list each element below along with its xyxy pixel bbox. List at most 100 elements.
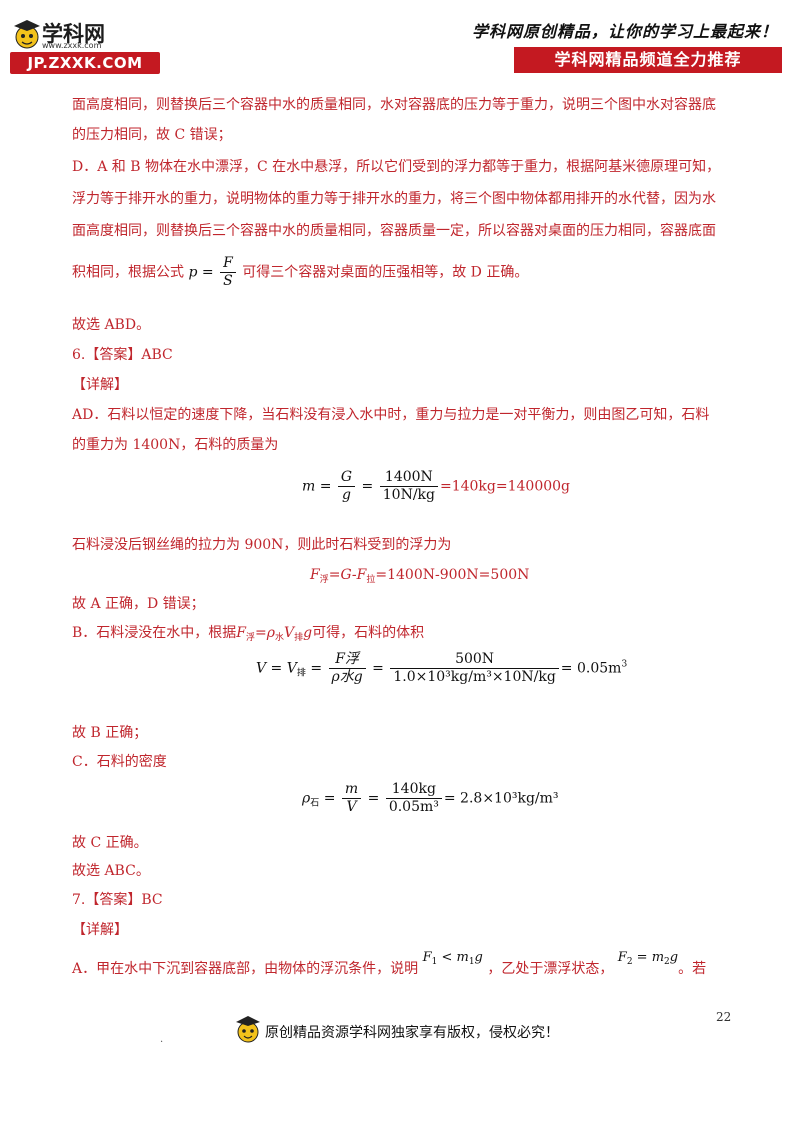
eq-subscript: 2 bbox=[626, 957, 633, 967]
text-line: 故 C 正确。 bbox=[72, 835, 148, 851]
eq-subscript: 浮 bbox=[319, 575, 329, 585]
eq-result: =1400N-900N=500N bbox=[375, 567, 530, 583]
eq-subscript: 水 bbox=[275, 633, 285, 643]
header-recommend-bar: 学科网精品频道全力推荐 bbox=[514, 47, 782, 73]
eq-result: = 2.8×10³kg/m³ bbox=[443, 790, 559, 807]
site-logo[interactable]: 学科网 www.zxxk.com JP.ZXXK.COM bbox=[10, 14, 160, 76]
text-span: B．石料浸没在水中，根据 bbox=[72, 625, 237, 641]
logo-title: 学科网 bbox=[42, 22, 105, 46]
text-span: 积相同，根据公式 bbox=[72, 264, 184, 281]
numerator: 1400N bbox=[379, 469, 438, 487]
text-line: 的重力为 1400N，石料的质量为 bbox=[72, 437, 279, 453]
eq-symbol: F bbox=[236, 625, 247, 641]
denominator: 0.05m³ bbox=[388, 799, 439, 815]
text-line: 故 B 正确； bbox=[72, 725, 148, 741]
eq-equals: = bbox=[363, 790, 384, 807]
eq-equals: = bbox=[315, 478, 336, 495]
text-line: 浮力等于排开水的重力，说明物体的重力等于排开水的重力，将三个图中物体都用排开的水… bbox=[72, 191, 716, 207]
detail-heading: 【详解】 bbox=[72, 377, 128, 393]
numerator: 140kg bbox=[385, 781, 442, 799]
text-line: 故选 ABD。 bbox=[72, 317, 151, 333]
eq-result: =140kg=140000g bbox=[439, 478, 571, 495]
text-line: C．石料的密度 bbox=[72, 754, 167, 770]
denominator: g bbox=[342, 487, 351, 503]
numerator: 500N bbox=[390, 651, 559, 669]
eq-symbol: g bbox=[474, 950, 483, 965]
eq-symbol: F bbox=[310, 567, 320, 583]
formula-p: p bbox=[188, 264, 198, 281]
mascot-icon bbox=[236, 1016, 260, 1043]
denominator: S bbox=[223, 273, 233, 289]
page-number: 22 bbox=[716, 1010, 732, 1024]
text-line: AD．石料以恒定的速度下降，当石料没有浸入水中时，重力与拉力是一对平衡力，则由图… bbox=[72, 407, 710, 423]
eq-subscript: 1 bbox=[431, 957, 438, 967]
formula-line: B．石料浸没在水中，根据F浮=ρ水V排g可得，石料的体积 bbox=[72, 621, 424, 650]
text-span: 。若 bbox=[678, 961, 707, 977]
eq-symbol: ρ bbox=[302, 790, 311, 807]
text-span: 可得三个容器对桌面的压强相等，故 D 正确。 bbox=[242, 264, 529, 281]
formula-equals: = bbox=[197, 264, 219, 281]
eq-subscript: 浮 bbox=[246, 633, 256, 643]
eq-subscript: 排 bbox=[296, 668, 306, 679]
text-line: 面高度相同，则替换后三个容器中水的质量相同，容器质量一定，所以容器对桌面的压力相… bbox=[72, 223, 716, 239]
eq-subscript: 排 bbox=[294, 633, 304, 643]
eq-equals: = bbox=[319, 790, 340, 807]
denominator: ρ水g bbox=[331, 669, 363, 685]
text-span: A．甲在水中下沉到容器底部，由物体的浮沉条件，说明 bbox=[72, 961, 419, 977]
eq-subscript: 拉 bbox=[366, 575, 376, 585]
eq-subscript: 1 bbox=[468, 957, 475, 967]
eq-symbol: m bbox=[302, 478, 316, 495]
text-line: 故 A 正确，D 错误； bbox=[72, 596, 205, 612]
detail-heading: 【详解】 bbox=[72, 922, 128, 938]
page-header: 学科网 www.zxxk.com JP.ZXXK.COM 学科网原创精品，让你的… bbox=[0, 0, 800, 80]
mascot-icon bbox=[14, 20, 40, 49]
denominator: 1.0×10³kg/m³×10N/kg bbox=[393, 669, 556, 685]
text-span: ，乙处于漂浮状态， bbox=[487, 961, 614, 977]
text-line: 故选 ABC。 bbox=[72, 863, 150, 879]
denominator: V bbox=[346, 799, 357, 815]
logo-url-bar: JP.ZXXK.COM bbox=[10, 52, 160, 74]
footer-dot: . bbox=[160, 1034, 164, 1045]
eq-symbol: V = V bbox=[256, 660, 297, 677]
eq-symbol: =ρ bbox=[255, 625, 275, 641]
text-line: D．A 和 B 物体在水中漂浮，C 在水中悬浮，所以它们受到的浮力都等于重力，根… bbox=[72, 159, 721, 175]
eq-symbol: F bbox=[422, 950, 432, 965]
header-slogan: 学科网原创精品，让你的学习上最起来！ bbox=[471, 22, 778, 41]
eq-symbol: = m bbox=[632, 950, 665, 965]
text-line: 面高度相同，则替换后三个容器中水的质量相同，水对容器底的压力等于重力，说明三个图… bbox=[72, 97, 716, 113]
text-span: 可得，石料的体积 bbox=[312, 625, 425, 641]
eq-equals: = bbox=[305, 660, 327, 677]
copyright-notice: 原创精品资源学科网独家享有版权，侵权必究！ bbox=[265, 1025, 559, 1041]
equation-buoyancy: F浮=G-F拉=1400N-900N=500N bbox=[310, 563, 529, 592]
eq-result: = 0.05m bbox=[560, 660, 622, 677]
eq-symbol: F bbox=[617, 950, 627, 965]
formula-line: A．甲在水中下沉到容器底部，由物体的浮沉条件，说明 F1 < m1g ，乙处于漂… bbox=[72, 950, 707, 986]
eq-symbol: g bbox=[303, 625, 313, 641]
eq-text: =G-F bbox=[328, 567, 367, 583]
text-line: 的压力相同，故 C 错误； bbox=[72, 127, 232, 143]
eq-equals: = bbox=[357, 478, 378, 495]
eq-equals: = bbox=[367, 660, 389, 677]
eq-subscript: 石 bbox=[310, 798, 320, 809]
answer-heading: 6.【答案】ABC bbox=[72, 347, 173, 363]
eq-subscript: 2 bbox=[664, 957, 670, 967]
inline-formula: F1 < m1g bbox=[422, 950, 483, 967]
logo-subtitle: www.zxxk.com bbox=[42, 41, 102, 50]
eq-symbol: < m bbox=[437, 950, 469, 965]
eq-superscript: 3 bbox=[621, 659, 628, 670]
numerator: m bbox=[341, 781, 362, 799]
eq-symbol: g bbox=[669, 950, 679, 965]
denominator: 10N/kg bbox=[382, 487, 435, 503]
text-line: 石料浸没后钢丝绳的拉力为 900N，则此时石料受到的浮力为 bbox=[72, 537, 452, 553]
numerator: F浮 bbox=[328, 651, 366, 669]
inline-formula: F2 = m2g bbox=[617, 950, 679, 967]
